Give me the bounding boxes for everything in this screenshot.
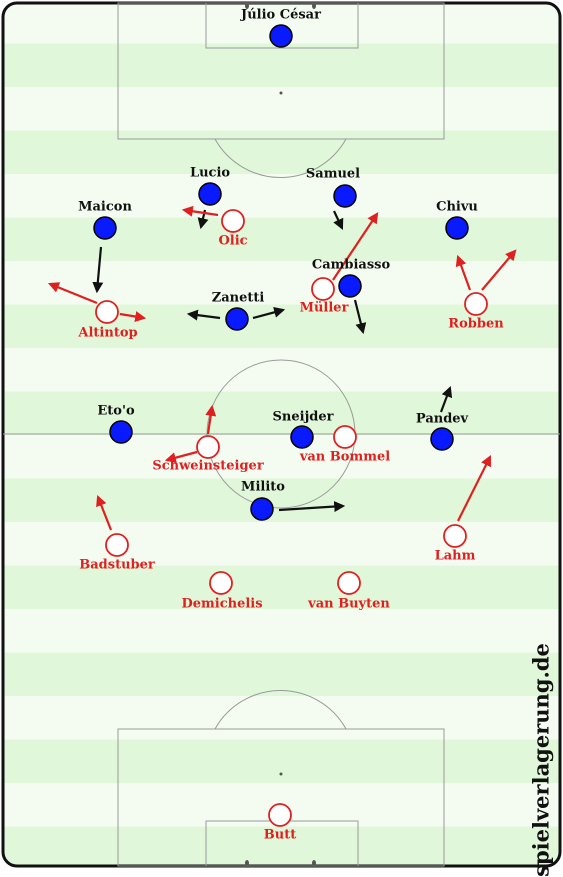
away-movement-arrow [455, 254, 472, 291]
player-marker-schweinsteiger [196, 435, 220, 459]
player-marker-julio-cesar [269, 24, 293, 48]
player-marker-chivu [445, 216, 469, 240]
away-movement-arrow [164, 450, 198, 464]
player-marker-butt [268, 803, 292, 827]
player-markers [93, 24, 488, 827]
grass-stripe [3, 348, 560, 392]
top-goal-area [205, 2, 359, 49]
grass-stripe [3, 696, 560, 740]
player-marker-lahm [443, 524, 467, 548]
grass-stripe [3, 826, 560, 866]
player-marker-milito [250, 497, 274, 521]
top-penalty-arc [214, 138, 347, 178]
away-movement-arrow [181, 205, 219, 217]
away-movement-arrow [481, 249, 517, 291]
home-movement-arrow [252, 306, 286, 320]
grass-stripe [3, 130, 560, 175]
home-movement-arrow [353, 299, 367, 335]
top-penalty-spot [279, 91, 283, 95]
player-marker-samuel [333, 184, 357, 208]
player-marker-van-buyten [337, 571, 361, 595]
grass-stripe [3, 739, 560, 784]
grass-stripe [3, 565, 560, 610]
away-movement-arrow [47, 282, 98, 305]
grass-stripe [3, 391, 560, 436]
away-movement-arrow [332, 212, 379, 281]
grass-stripe [3, 609, 560, 653]
grass-stripe [3, 435, 560, 479]
grass-stripe [3, 217, 560, 262]
grass-stripe [3, 652, 560, 697]
player-marker-zanetti [225, 307, 249, 331]
player-marker-altintop [95, 300, 119, 324]
player-marker-robben [464, 292, 488, 316]
player-marker-sneijder [290, 425, 314, 449]
grass-stripe [3, 522, 560, 566]
player-marker-lucio [198, 182, 222, 206]
player-marker-maicon [93, 216, 117, 240]
bottom-penalty-spot [279, 772, 283, 776]
movement-arrows [47, 205, 517, 531]
player-marker-pandev [430, 427, 454, 451]
grass-stripe [3, 478, 560, 523]
home-movement-arrow [92, 246, 104, 294]
grass-stripe [3, 43, 560, 88]
player-marker-olic [221, 209, 245, 233]
player-marker-demichelis [209, 571, 233, 595]
player-marker-etoo [109, 420, 133, 444]
goal-posts [245, 3, 316, 866]
away-movement-arrow [457, 455, 491, 522]
home-movement-arrow [278, 501, 346, 513]
away-movement-arrow [119, 311, 147, 322]
home-movement-arrow [333, 210, 344, 230]
away-movement-arrow [205, 404, 217, 435]
grass-stripe [3, 174, 560, 218]
bottom-penalty-arc [214, 690, 347, 730]
home-movement-arrow [186, 309, 221, 321]
watermark: spielverlagerung.de [528, 643, 554, 877]
away-movement-arrow [96, 494, 113, 531]
player-marker-cambiasso [338, 274, 362, 298]
player-marker-muller [311, 277, 335, 301]
player-marker-badstuber [105, 533, 129, 557]
player-marker-van-bommel [333, 425, 357, 449]
home-movement-arrow [439, 385, 453, 413]
